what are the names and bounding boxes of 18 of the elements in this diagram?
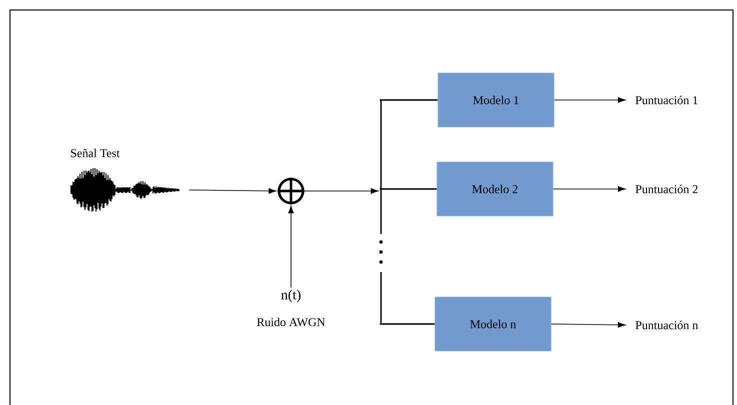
summing-junction (276, 176, 306, 206)
caption-text: Señal Test (71, 148, 120, 158)
model-box: Modelo 1 (438, 72, 554, 128)
model-box: Modelo 2 (436, 162, 554, 216)
arrow (554, 97, 626, 103)
score-label: Puntuación 1 (636, 96, 698, 104)
arrow (288, 206, 294, 288)
split-bus (380, 99, 382, 324)
arrow (188, 188, 276, 194)
arrow (550, 322, 626, 328)
score-label: Puntuación 2 (636, 184, 698, 194)
waveform-drawing (69, 168, 180, 212)
signal-label: n(t) (281, 290, 300, 302)
score-label: Puntuación n (636, 320, 698, 330)
arrow (552, 186, 626, 192)
arrow (304, 188, 378, 194)
caption-text: Ruido AWGN (257, 318, 326, 326)
model-box: Modelo n (434, 296, 552, 352)
